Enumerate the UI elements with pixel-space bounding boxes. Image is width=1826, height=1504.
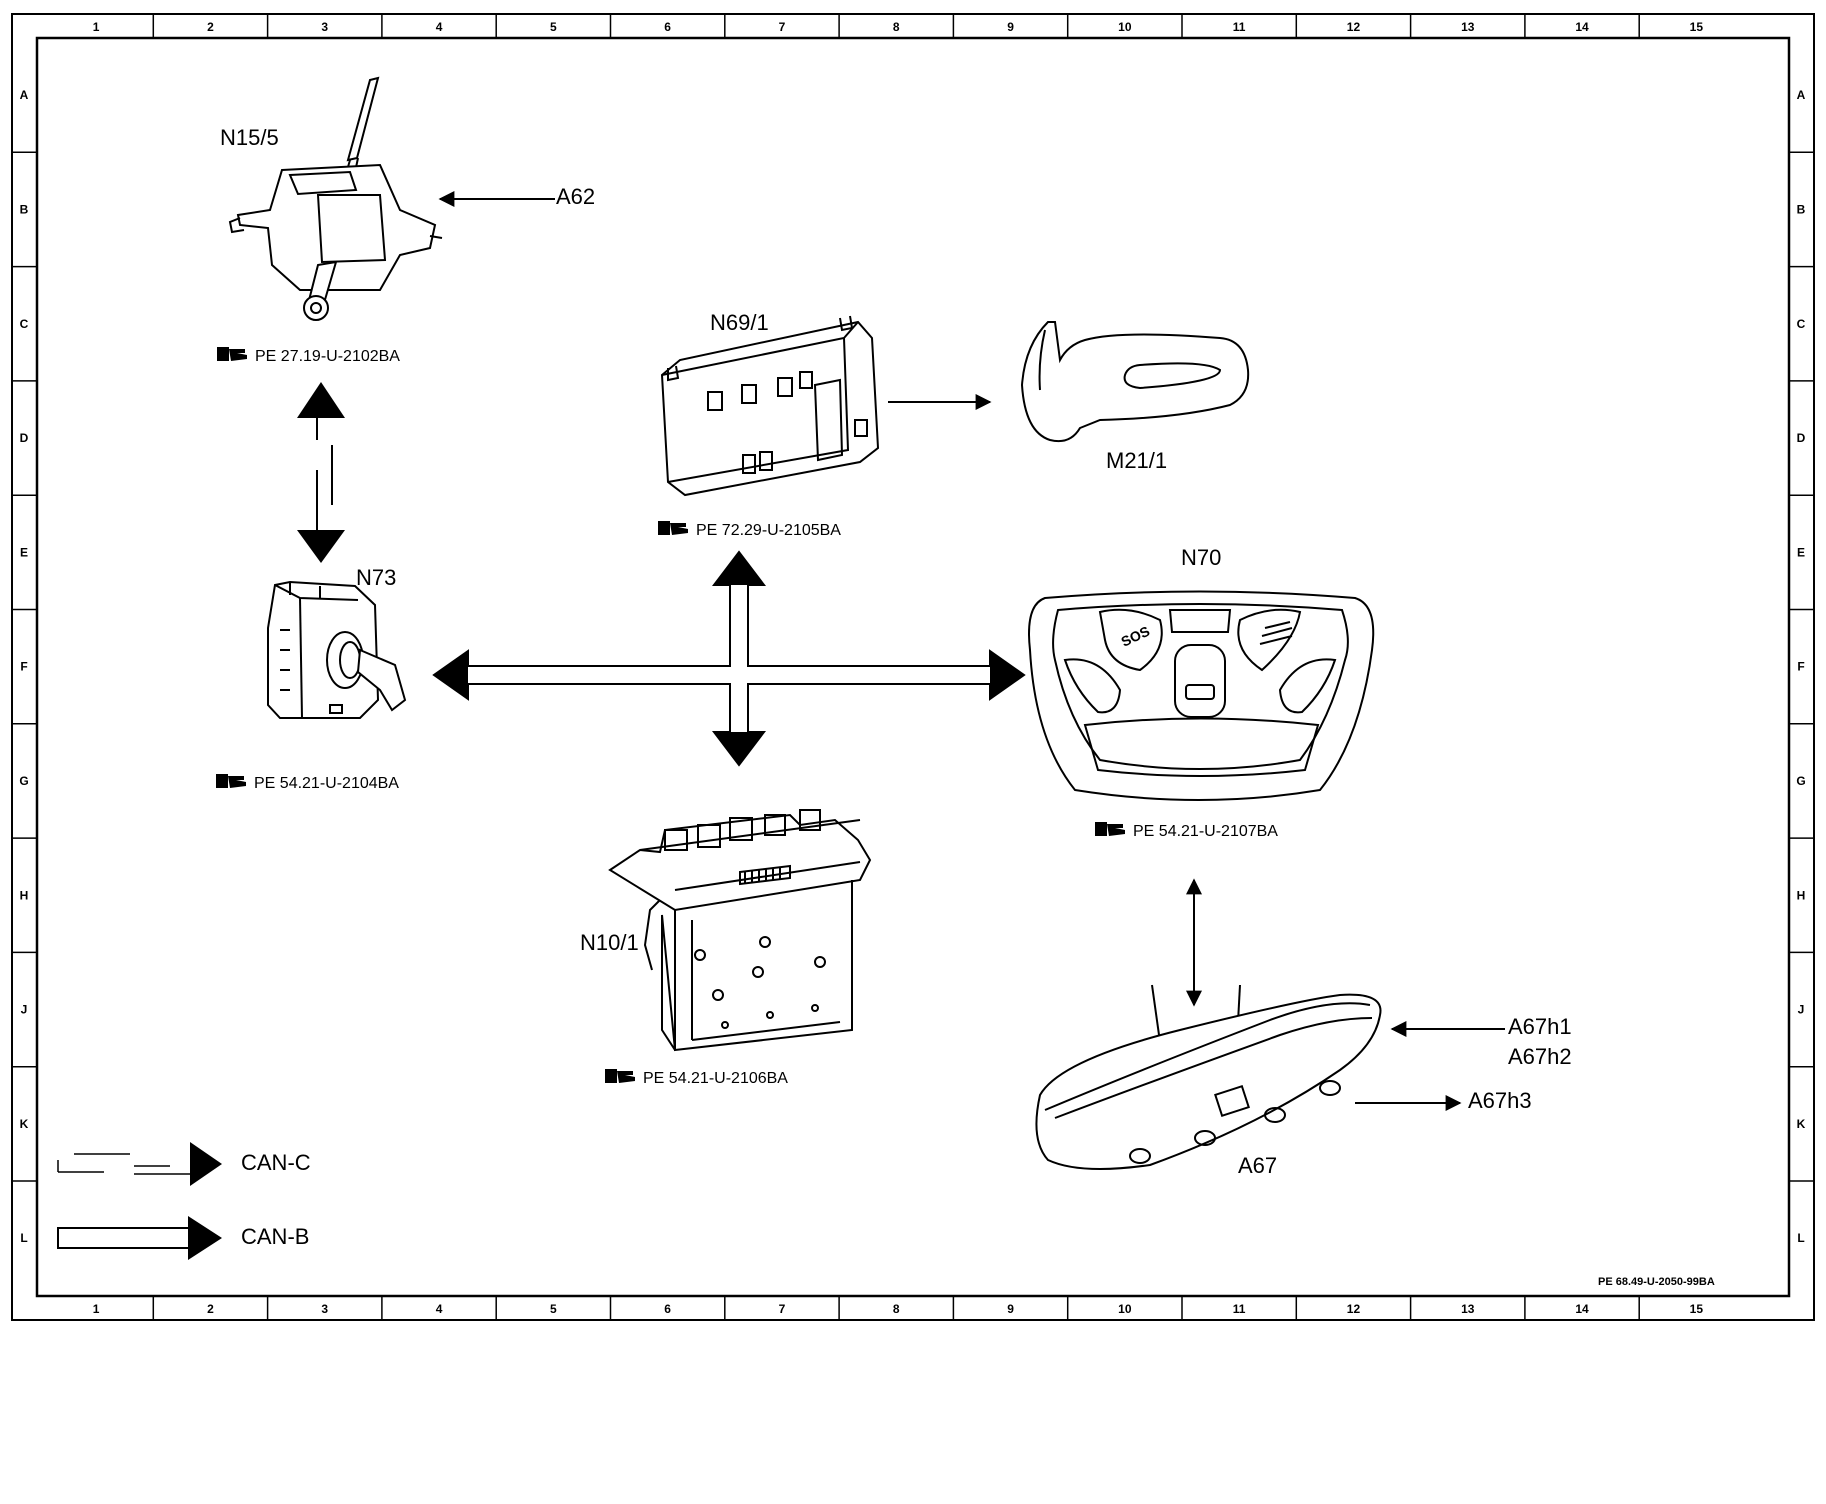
label-a67h3: A67h3 <box>1468 1088 1532 1113</box>
fuse-relay-module-n10-1 <box>608 809 872 1052</box>
grid-column-label: 7 <box>779 20 786 34</box>
grid-row-labels-right: A B C D E F G H J K L <box>1796 88 1805 1245</box>
ref-n70: PE 54.21-U-2107BA <box>1133 823 1278 840</box>
grid-column-label: 11 <box>1233 20 1246 34</box>
grid-row-label: A <box>1797 88 1806 102</box>
grid-column-label: 2 <box>207 1302 214 1316</box>
grid-row-label: L <box>1797 1231 1804 1245</box>
reference-hand-icon <box>1095 822 1125 836</box>
grid-row-label: H <box>1797 888 1806 902</box>
selector-lever-n15-5 <box>228 76 443 321</box>
exterior-mirror-m21-1 <box>1020 321 1250 443</box>
grid-column-label: 2 <box>207 20 214 34</box>
grid-column-label: 15 <box>1690 20 1704 34</box>
grid-column-label: 7 <box>779 1302 786 1316</box>
interior-lamp-a67 <box>1035 984 1382 1170</box>
grid-column-label: 3 <box>321 1302 328 1316</box>
grid-column-label: 4 <box>436 20 443 34</box>
grid-row-label: J <box>1798 1003 1805 1017</box>
grid-column-label: 6 <box>664 20 671 34</box>
control-module-n69-1 <box>660 315 880 497</box>
grid-column-label: 1 <box>93 20 100 34</box>
grid-row-label: K <box>20 1117 29 1131</box>
grid-row-label: H <box>20 888 29 902</box>
grid-column-label: 5 <box>550 20 557 34</box>
grid-row-label: A <box>20 88 29 102</box>
legend-can-c-label: CAN-C <box>241 1150 311 1175</box>
grid-row-label: L <box>20 1231 27 1245</box>
grid-column-label: 9 <box>1007 20 1014 34</box>
grid-row-label: K <box>1797 1117 1806 1131</box>
overhead-panel-n70 <box>1028 590 1375 801</box>
label-n73: N73 <box>356 565 396 590</box>
legend-can-b <box>57 1216 222 1260</box>
reference-hand-icon <box>605 1069 635 1083</box>
grid-column-label: 12 <box>1347 20 1361 34</box>
label-n10-1: N10/1 <box>580 930 639 955</box>
grid-row-label: B <box>20 202 29 216</box>
ref-n73: PE 54.21-U-2104BA <box>254 775 399 792</box>
grid-column-label: 14 <box>1575 1302 1589 1316</box>
grid-column-label: 14 <box>1575 20 1589 34</box>
grid-column-label: 11 <box>1233 1302 1246 1316</box>
label-n69-1: N69/1 <box>710 310 769 335</box>
label-a67: A67 <box>1238 1153 1277 1178</box>
grid-column-label: 3 <box>321 20 328 34</box>
label-n70: N70 <box>1181 545 1221 570</box>
grid-column-label: 4 <box>436 1302 443 1316</box>
grid-row-label: C <box>1797 317 1806 331</box>
grid-row-labels-left: A B C D E F G H J K L <box>19 88 28 1245</box>
grid-row-label: E <box>20 545 28 559</box>
can-b-arrowheads <box>434 552 1024 765</box>
legend-can-c <box>57 1142 222 1186</box>
document-id: PE 68.49-U-2050-99BA <box>1598 1276 1715 1288</box>
reference-hand-icon <box>216 774 246 788</box>
reference-hand-icon <box>658 521 688 535</box>
label-a67h2: A67h2 <box>1508 1044 1572 1069</box>
legend-can-b-label: CAN-B <box>241 1224 309 1249</box>
label-a67h1: A67h1 <box>1508 1014 1572 1039</box>
grid-column-label: 10 <box>1118 20 1132 34</box>
grid-column-label: 5 <box>550 1302 557 1316</box>
grid-row-label: F <box>1797 660 1804 674</box>
grid-row-label: G <box>1796 774 1805 788</box>
grid-row-label: G <box>19 774 28 788</box>
grid-column-label: 13 <box>1461 20 1475 34</box>
grid-row-label: C <box>20 317 29 331</box>
grid-column-label: 13 <box>1461 1302 1475 1316</box>
grid-column-label: 6 <box>664 1302 671 1316</box>
ignition-switch-n73 <box>267 580 407 719</box>
grid-row-label: D <box>1797 431 1806 445</box>
grid-row-label: E <box>1797 545 1805 559</box>
grid-column-label: 8 <box>893 20 900 34</box>
grid-row-label: B <box>1797 202 1806 216</box>
label-m21-1: M21/1 <box>1106 448 1167 473</box>
grid-row-label: J <box>21 1003 28 1017</box>
grid-column-label: 12 <box>1347 1302 1361 1316</box>
label-n15-5: N15/5 <box>220 125 279 150</box>
can-c-link-n15-n73 <box>297 382 345 563</box>
grid-row-label: D <box>20 431 29 445</box>
grid-column-label: 9 <box>1007 1302 1014 1316</box>
ref-n15-5: PE 27.19-U-2102BA <box>255 348 400 365</box>
reference-hand-icon <box>217 347 247 361</box>
grid-column-label: 1 <box>93 1302 100 1316</box>
grid-row-label: F <box>20 660 27 674</box>
grid-column-label: 10 <box>1118 1302 1132 1316</box>
label-a62: A62 <box>556 184 595 209</box>
ref-n69-1: PE 72.29-U-2105BA <box>696 522 841 539</box>
grid-column-label: 8 <box>893 1302 900 1316</box>
ref-n10-1: PE 54.21-U-2106BA <box>643 1070 788 1087</box>
grid-column-label: 15 <box>1690 1302 1704 1316</box>
